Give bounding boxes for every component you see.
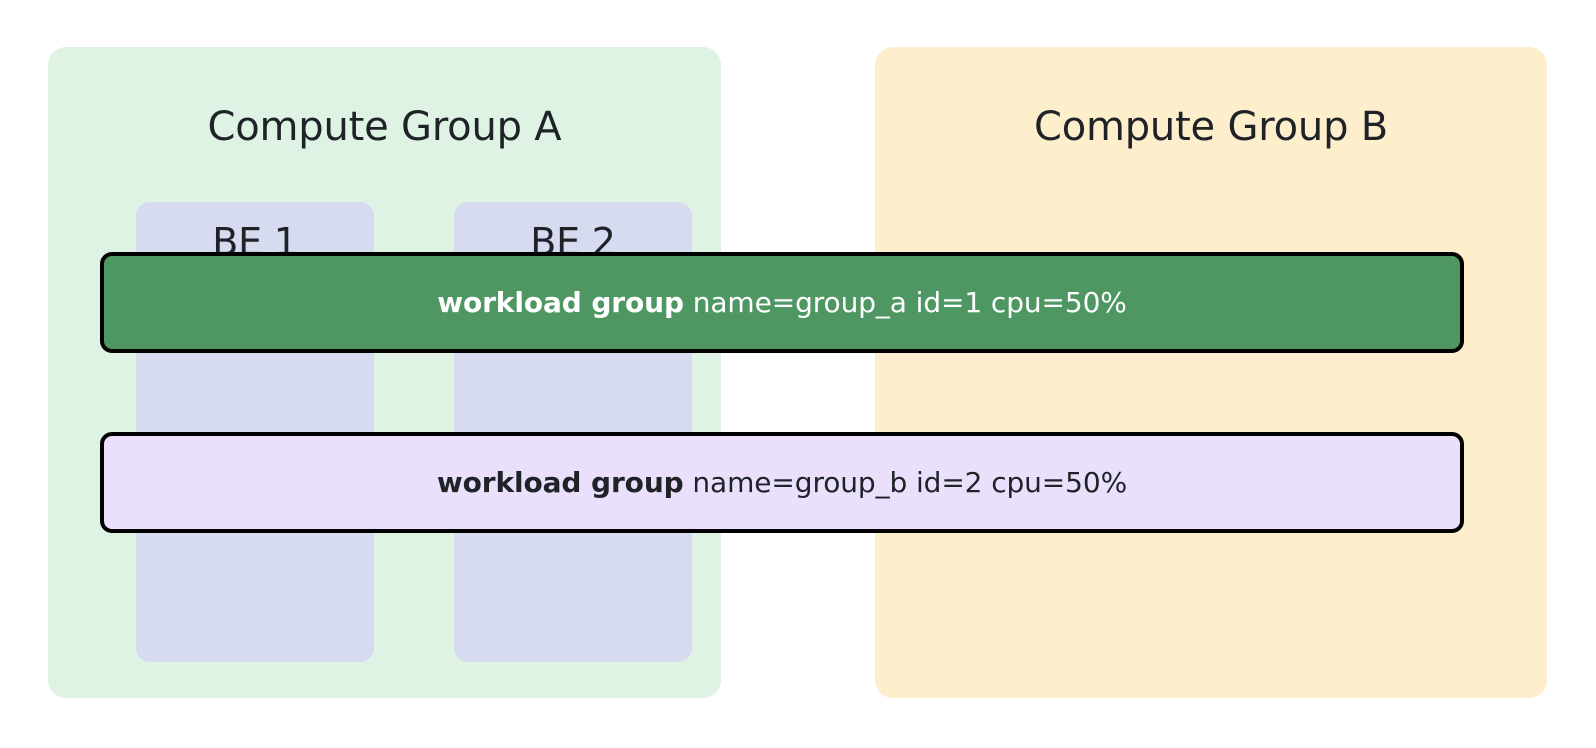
workload-group-b-keyword: workload group [436,465,684,499]
workload-group-a-bar: workload group name=group_a id=1 cpu=50% [100,252,1464,353]
workload-group-a-text: workload group name=group_a id=1 cpu=50% [437,286,1127,320]
compute-group-b-panel: Compute Group B BE 3 BE 4 [875,47,1547,698]
workload-group-a-keyword: workload group [437,285,684,319]
workload-group-b-bar: workload group name=group_b id=2 cpu=50% [100,432,1464,533]
workload-group-a-attributes: name=group_a id=1 cpu=50% [692,285,1127,319]
compute-group-a-title: Compute Group A [207,104,562,150]
compute-group-b-title: Compute Group B [1033,104,1389,150]
compute-group-a-panel: Compute Group A BE 1 BE 2 [48,47,721,698]
workload-group-b-text: workload group name=group_b id=2 cpu=50% [437,466,1127,500]
workload-group-b-attributes: name=group_b id=2 cpu=50% [692,465,1128,499]
